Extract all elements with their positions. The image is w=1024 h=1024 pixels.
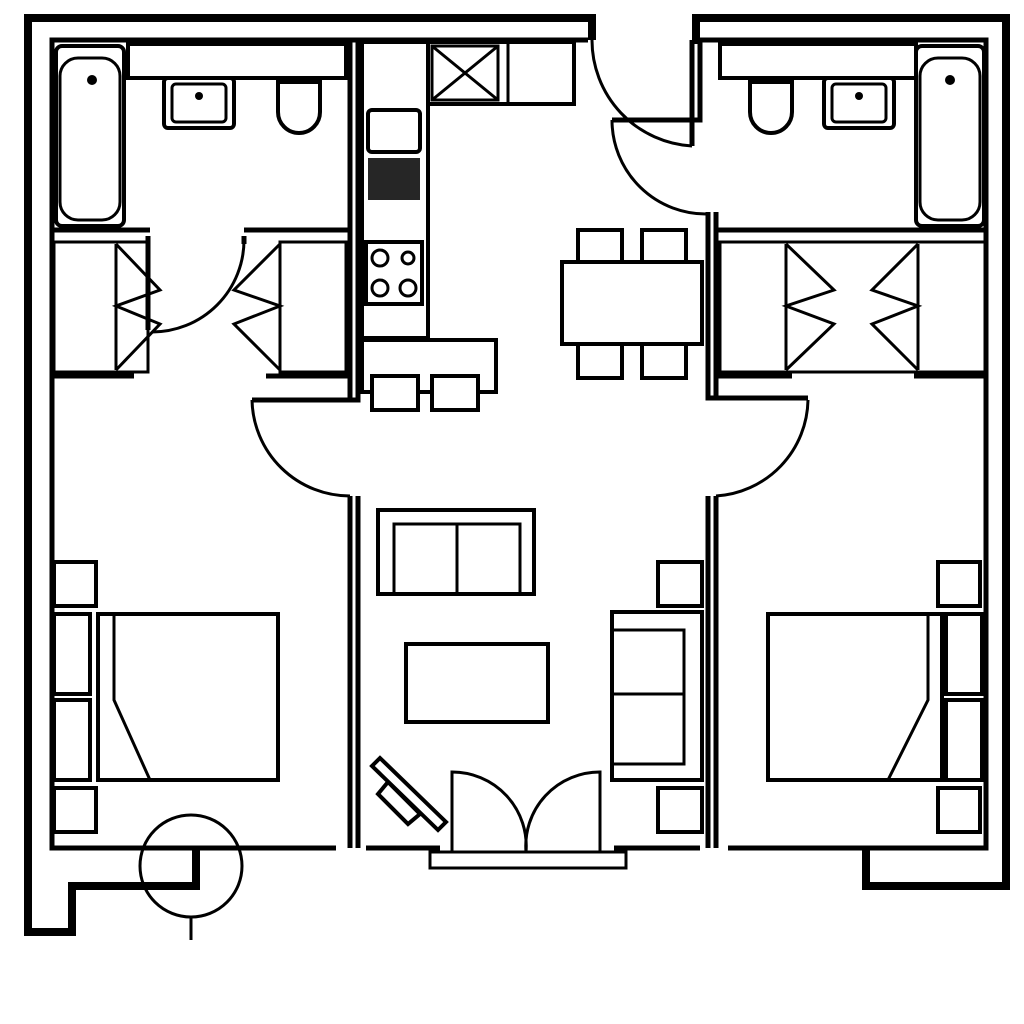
nightstand [52, 786, 98, 834]
bar-stool [370, 374, 420, 412]
left-bathroom [54, 42, 348, 228]
entry-door-swing [590, 39, 693, 148]
bar-stool [430, 374, 480, 412]
bathtub [54, 44, 126, 228]
sink [162, 76, 236, 130]
main-double-door [450, 770, 602, 853]
toilet [748, 80, 794, 135]
bed [766, 612, 944, 782]
bathroom-door-right-swing [610, 119, 709, 216]
right-bedroom [766, 560, 984, 834]
drainer [368, 158, 420, 200]
sink [822, 76, 896, 130]
nightstand [936, 560, 982, 608]
coffee-table [404, 642, 550, 724]
wardrobes [52, 240, 988, 374]
entrance-threshold [428, 850, 628, 870]
upper-counter [426, 40, 576, 106]
dining-table [560, 228, 704, 380]
toilet [276, 80, 322, 135]
bedroom-door-left-swing [250, 399, 351, 498]
side-table [656, 786, 704, 834]
doors [151, 39, 810, 853]
counter [126, 42, 348, 80]
kitchen-sink [366, 108, 422, 154]
nightstand [52, 560, 98, 608]
right-bathroom [718, 42, 986, 228]
table [560, 260, 704, 346]
bathtub [914, 44, 986, 228]
side-table [656, 560, 704, 608]
tv-stand [369, 755, 449, 833]
living-room [369, 508, 704, 834]
counter [718, 42, 918, 80]
north-arrow-icon [138, 813, 244, 940]
bed [96, 612, 280, 782]
bathroom-door-left-swing [151, 239, 246, 334]
kitchen [360, 40, 576, 412]
exterior-walls [24, 14, 1010, 936]
bedroom-door-right-swing [715, 399, 810, 498]
nightstand [936, 786, 982, 834]
left-bedroom [52, 560, 280, 834]
armchair-sofa [610, 610, 704, 782]
